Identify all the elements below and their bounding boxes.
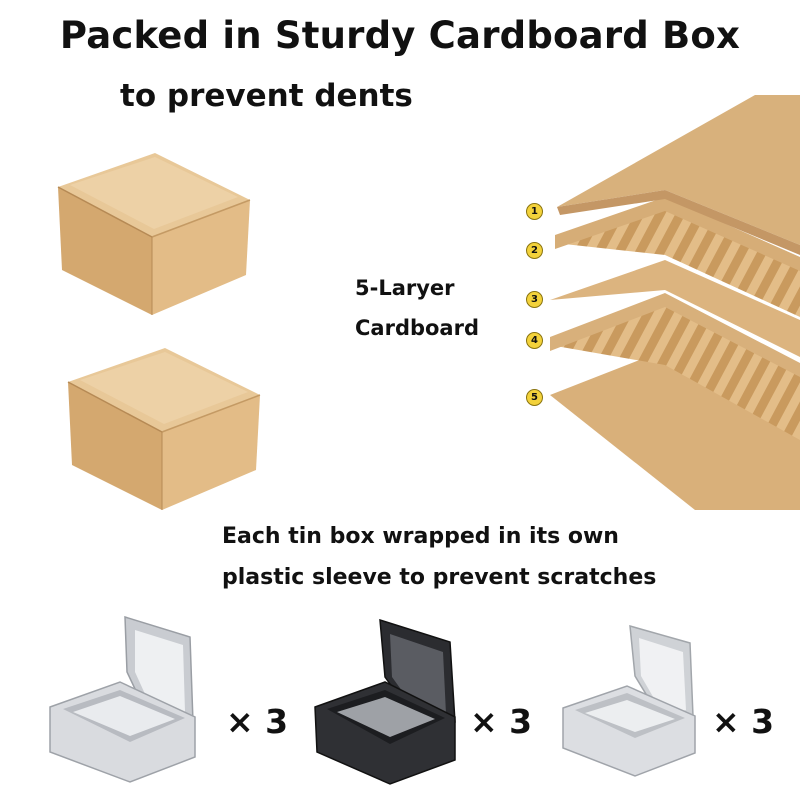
layer-number-4: 4: [526, 332, 543, 349]
tin-quantity-1: × 3: [226, 702, 289, 741]
layer-number-3: 3: [526, 291, 543, 308]
page-title: Packed in Sturdy Cardboard Box: [59, 14, 741, 57]
wrap-note-line1: Each tin box wrapped in its own: [222, 524, 619, 549]
black-tin-image: [314, 618, 456, 785]
wrap-note-line2: plastic sleeve to prevent scratches: [222, 565, 657, 590]
layer-label-line2: Cardboard: [355, 316, 479, 340]
layer-number-2: 2: [526, 242, 543, 259]
tin-quantity-3: × 3: [712, 702, 775, 741]
page-subtitle: to prevent dents: [120, 78, 413, 114]
cardboard-box-bottom-image: [67, 348, 261, 510]
layered-cardboard-image: [550, 95, 800, 510]
layer-number-1: 1: [526, 203, 543, 220]
cardboard-box-top-image: [57, 153, 251, 315]
silver-tin-small-image: [562, 624, 696, 777]
layer-label-line1: 5-Laryer: [355, 276, 455, 300]
layer-number-5: 5: [526, 389, 543, 406]
tin-quantity-2: × 3: [470, 702, 533, 741]
silver-tin-image: [49, 615, 196, 783]
